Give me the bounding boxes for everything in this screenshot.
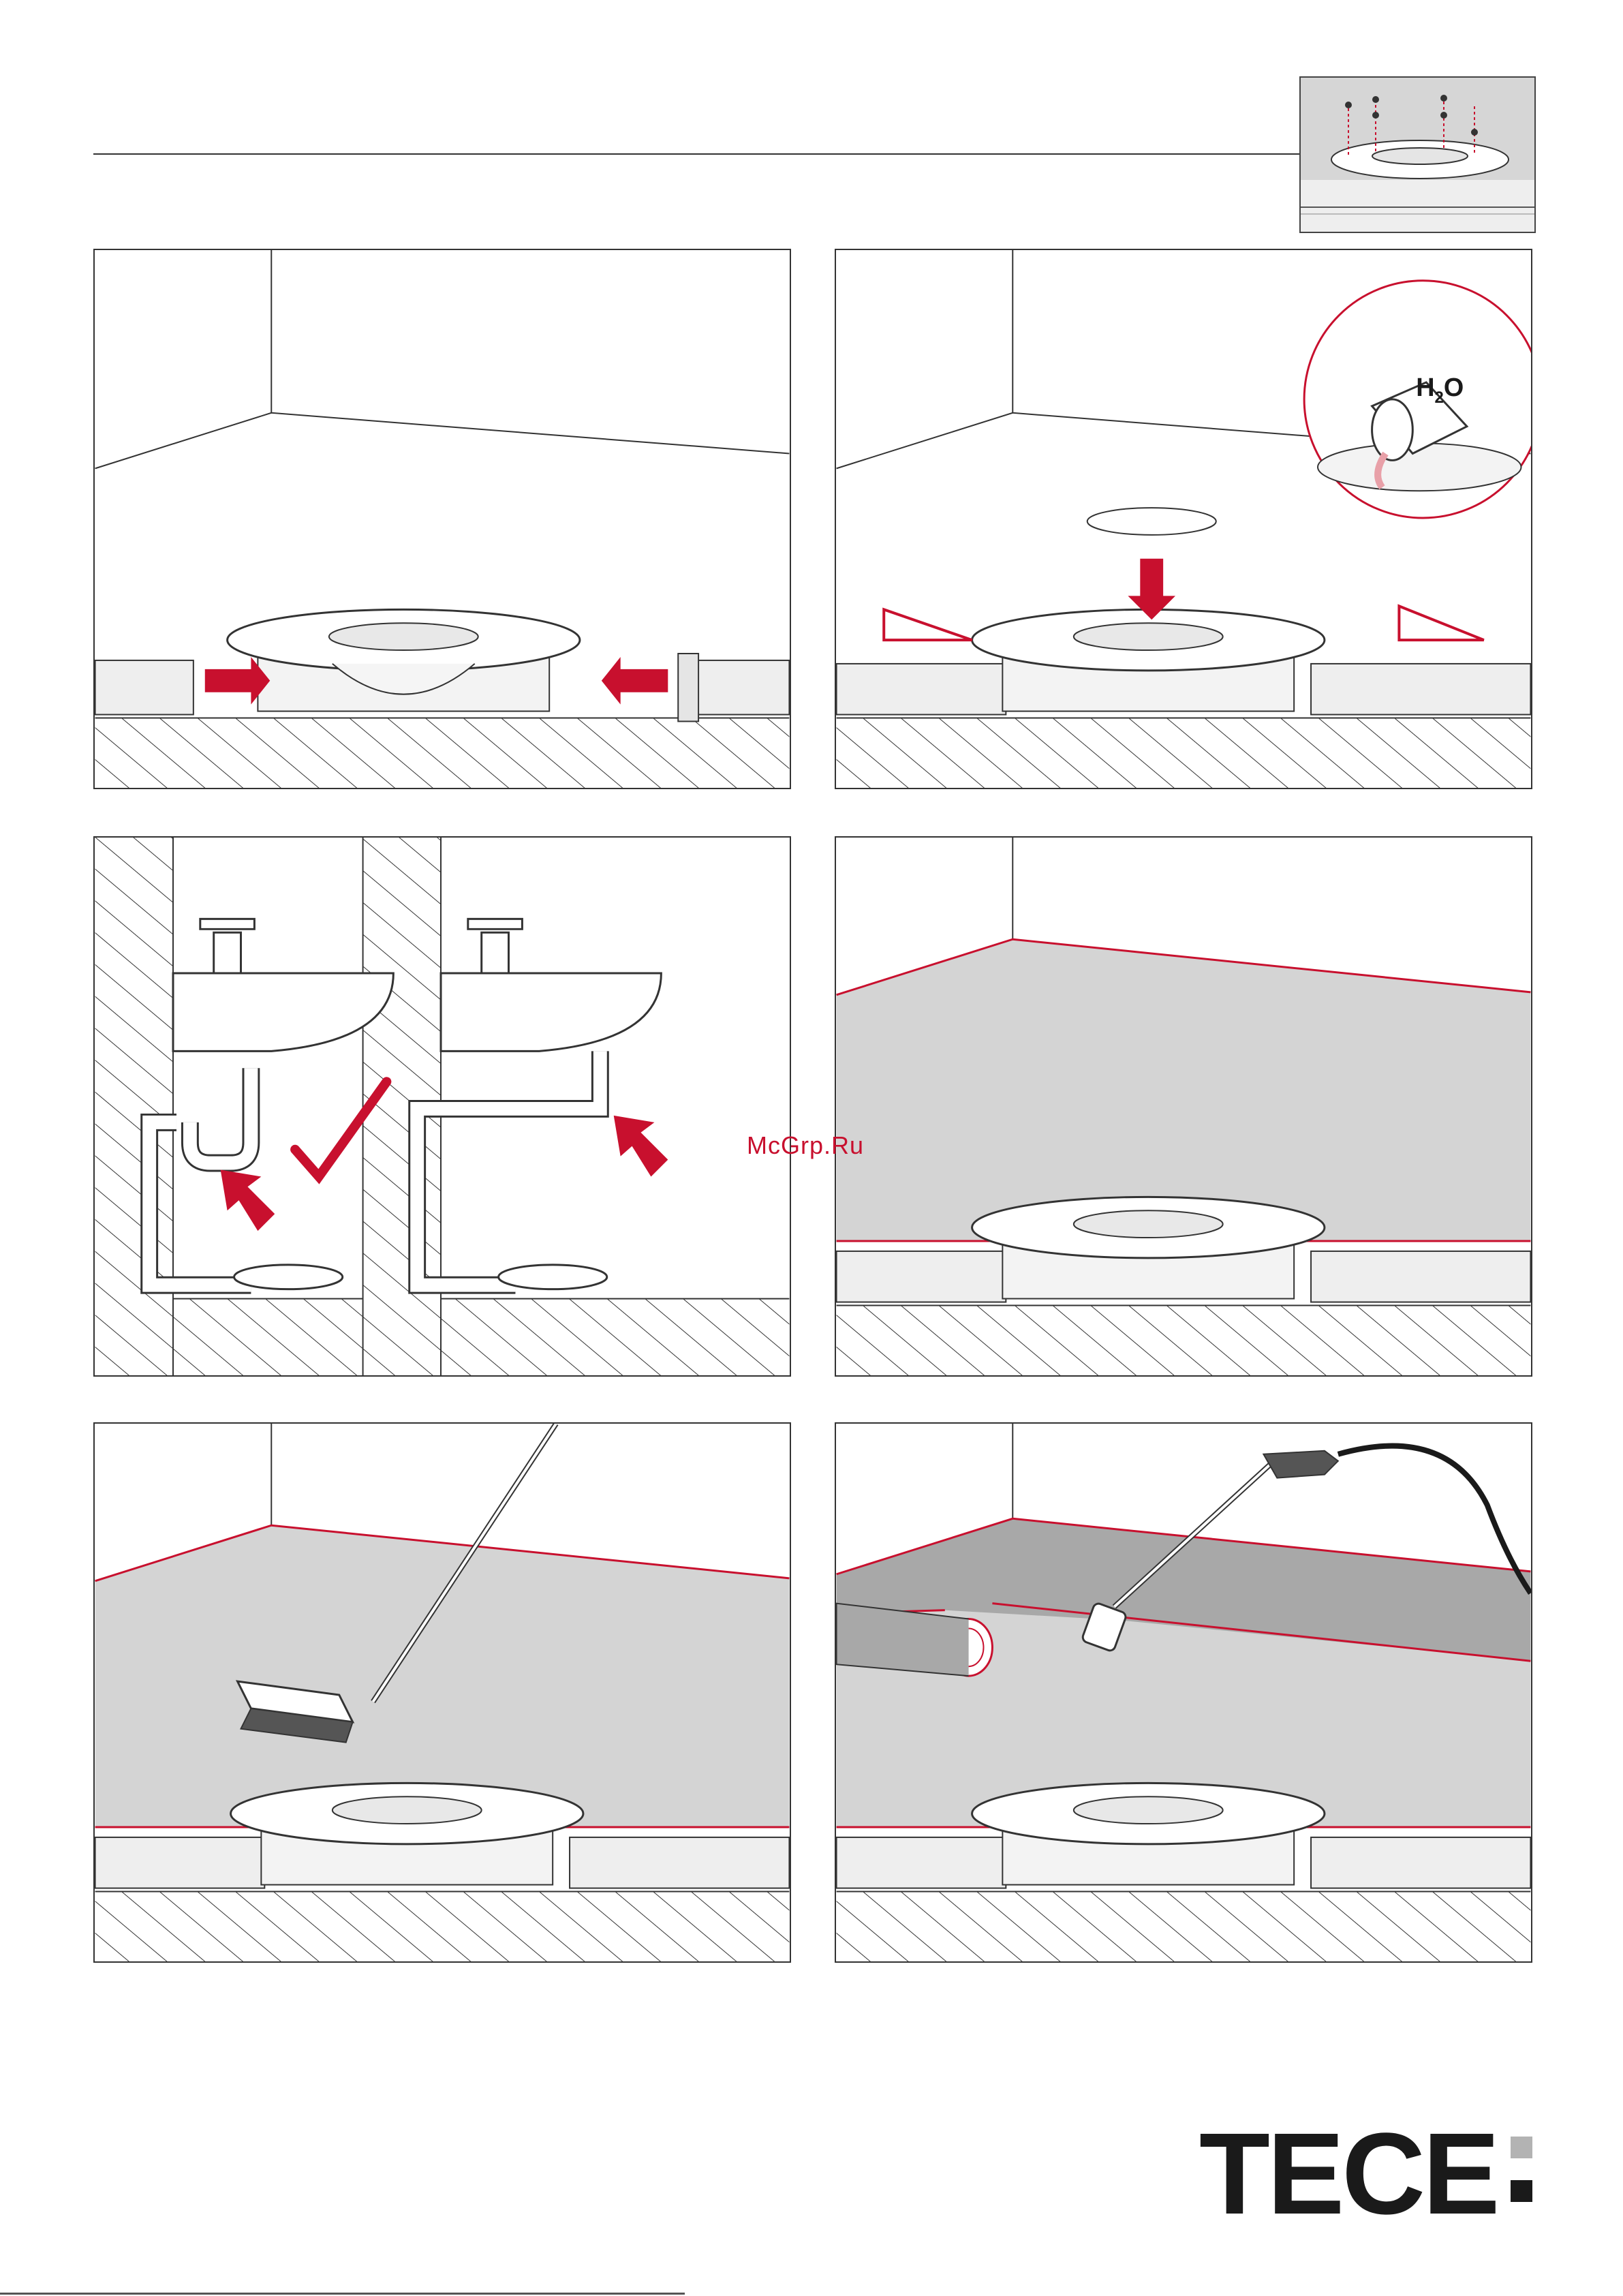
arrow-up-left-icon	[221, 1170, 275, 1231]
step-sweep-panel	[93, 1422, 791, 1963]
watermark: McGrp.Ru	[747, 1131, 864, 1160]
step-screed-panel	[835, 836, 1532, 1377]
step-water-test-panel: H2O	[835, 249, 1532, 789]
arrow-up-left-icon-2	[614, 1116, 668, 1177]
step-siphon-panel	[93, 836, 791, 1377]
logo-mark-icon	[1511, 2137, 1538, 2211]
step-connect-pipes-panel	[93, 249, 791, 789]
arrow-left-icon	[602, 657, 668, 705]
tece-logo: TECE	[1199, 2123, 1538, 2225]
footer-rule	[0, 2293, 685, 2295]
header-rule	[93, 153, 1299, 155]
step-membrane-panel	[835, 1422, 1532, 1963]
logo-text: TECE	[1199, 2116, 1497, 2232]
screw-mounting-thumbnail	[1299, 76, 1536, 233]
